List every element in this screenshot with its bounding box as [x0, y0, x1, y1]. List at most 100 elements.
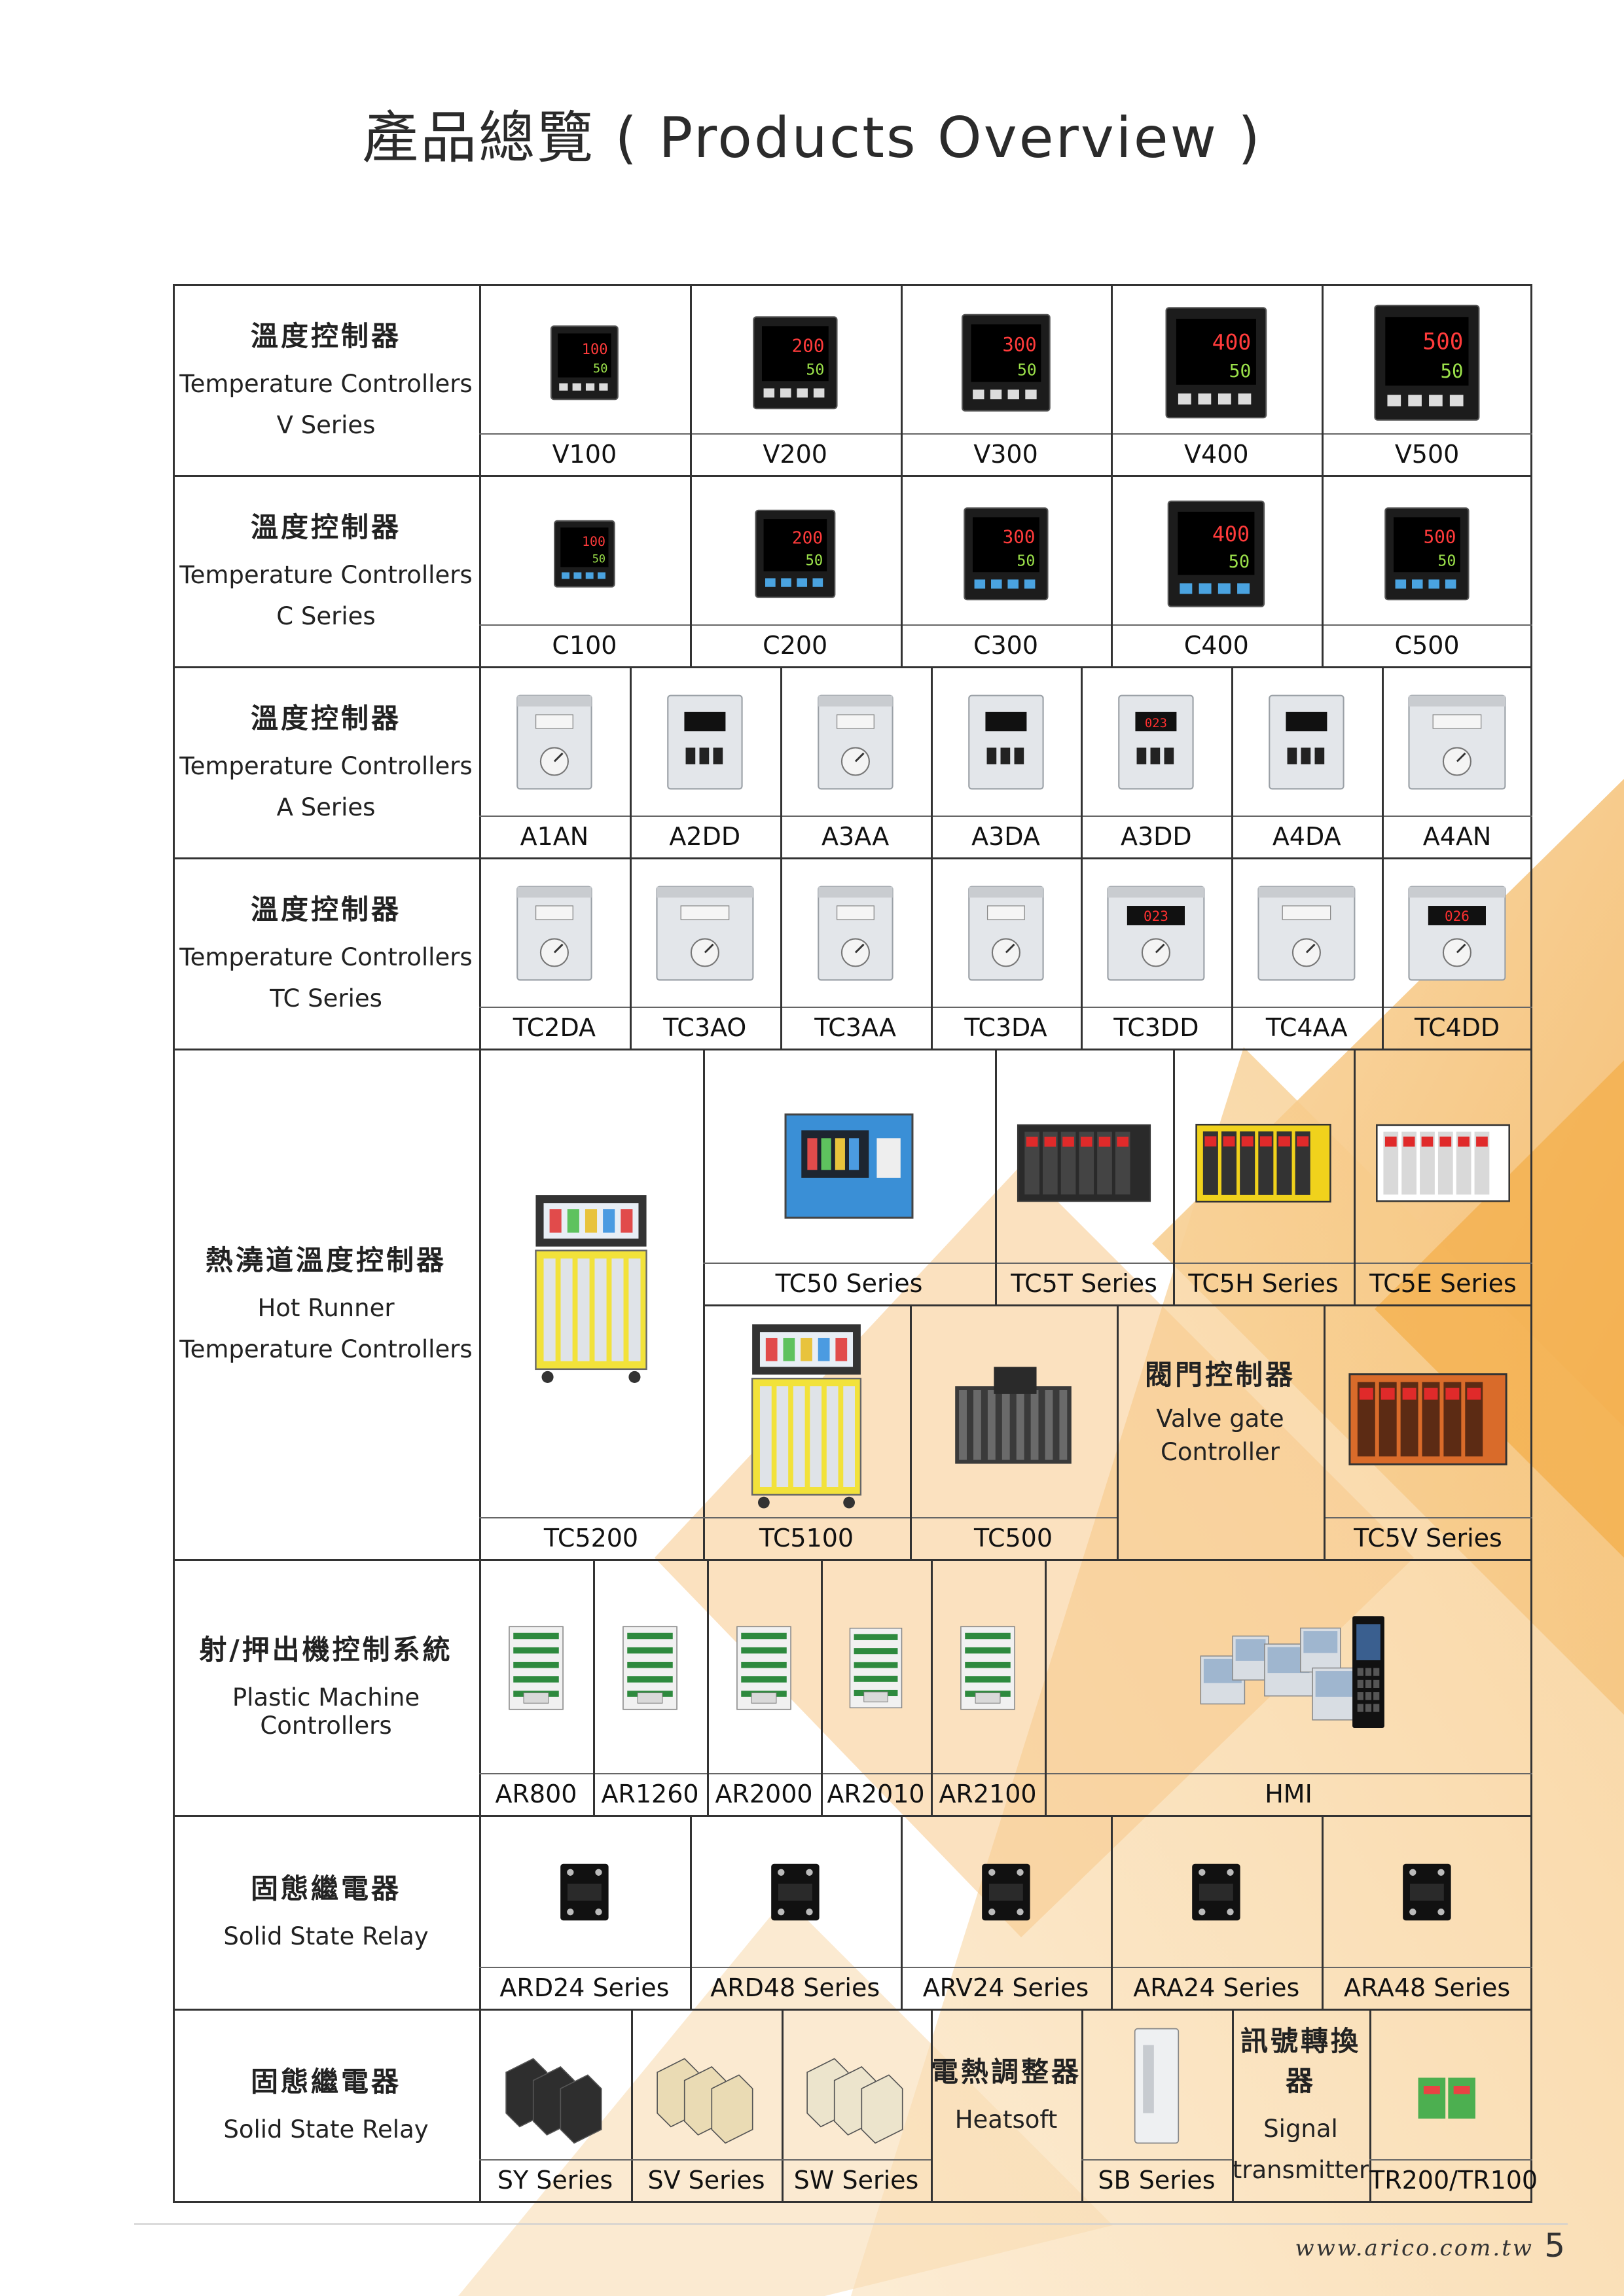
product-image-tc50-series	[784, 1113, 914, 1219]
product-label[interactable]: HMI	[1265, 1780, 1312, 1808]
product-label[interactable]: A3DA	[971, 822, 1040, 851]
row-title-en: Solid State Relay	[223, 1922, 429, 1950]
product-label[interactable]: TC5V Series	[1354, 1524, 1502, 1552]
product-label[interactable]: C100	[552, 631, 617, 660]
product-label[interactable]: ARD48 Series	[710, 1973, 880, 2002]
grid-line	[780, 857, 782, 1049]
grid-line	[821, 1559, 823, 1815]
product-label[interactable]: C500	[1394, 631, 1460, 660]
product-label[interactable]: SY Series	[497, 2166, 613, 2195]
product-label[interactable]: A4AN	[1422, 822, 1492, 851]
grid-line	[900, 1815, 903, 2009]
product-label[interactable]: TC3DD	[1113, 1013, 1199, 1042]
product-label[interactable]: ARV24 Series	[922, 1973, 1089, 2002]
grid-line	[1081, 666, 1083, 857]
product-label[interactable]: V300	[973, 440, 1038, 469]
product-image-tc2da	[516, 886, 592, 981]
product-label[interactable]: TC3AO	[663, 1013, 747, 1042]
product-label[interactable]: SB Series	[1098, 2166, 1216, 2195]
product-label[interactable]: TR200/TR100	[1369, 2166, 1538, 2195]
svg-text:50: 50	[592, 552, 605, 565]
product-label[interactable]: AR2100	[939, 1780, 1037, 1808]
product-label[interactable]: TC2DA	[513, 1013, 596, 1042]
product-label[interactable]: AR1260	[601, 1780, 699, 1808]
svg-text:400: 400	[1212, 523, 1250, 547]
product-image-tc5t-series	[1017, 1124, 1151, 1202]
grid-line	[780, 666, 782, 857]
product-label[interactable]: TC5200	[543, 1524, 639, 1552]
product-image-ar2010	[849, 1627, 903, 1709]
product-label[interactable]: TC5100	[759, 1524, 854, 1552]
product-label[interactable]: TC5E Series	[1369, 1269, 1517, 1298]
product-image-tc500	[955, 1367, 1072, 1464]
grid-line	[1081, 857, 1083, 1049]
product-label[interactable]: TC500	[973, 1524, 1053, 1552]
grid-line	[689, 1815, 692, 2009]
product-label[interactable]: SV Series	[647, 2166, 765, 2195]
svg-text:100: 100	[582, 534, 605, 549]
product-label[interactable]: TC3DA	[964, 1013, 1047, 1042]
product-label[interactable]: V200	[763, 440, 827, 469]
heatsoft-title-en: Heatsoft	[954, 2106, 1058, 2134]
grid-line	[173, 857, 1532, 859]
svg-text:50: 50	[593, 362, 607, 376]
grid-line	[931, 2009, 933, 2201]
product-label[interactable]: TC5H Series	[1188, 1269, 1339, 1298]
product-label[interactable]: A1AN	[520, 822, 589, 851]
product-image-ar1260	[623, 1626, 677, 1710]
svg-text:50: 50	[1438, 552, 1456, 569]
grid-line	[479, 1773, 1532, 1774]
row-title-en: Temperature Controllers	[179, 560, 473, 589]
product-label[interactable]: C400	[1183, 631, 1249, 660]
product-label[interactable]: TC3AA	[814, 1013, 896, 1042]
page-title: 產品總覽 ( Products Overview )	[362, 105, 1262, 171]
product-image-tc5200	[535, 1195, 647, 1383]
product-label[interactable]: AR800	[495, 1780, 577, 1808]
product-label[interactable]: SW Series	[793, 2166, 919, 2195]
product-label[interactable]: C200	[763, 631, 828, 660]
grid-line	[703, 1049, 705, 1559]
svg-text:026: 026	[1445, 908, 1470, 924]
product-label[interactable]: TC50 Series	[775, 1269, 923, 1298]
product-label[interactable]: ARA48 Series	[1344, 1973, 1511, 2002]
product-label[interactable]: A3AA	[821, 822, 890, 851]
product-label[interactable]: TC4AA	[1265, 1013, 1348, 1042]
product-label[interactable]: ARA24 Series	[1133, 1973, 1300, 2002]
svg-text:50: 50	[805, 552, 823, 569]
product-label[interactable]: V500	[1394, 440, 1460, 469]
grid-line	[782, 2159, 931, 2161]
product-label[interactable]: ARD24 Series	[499, 1973, 670, 2002]
grid-line	[1231, 857, 1234, 1049]
grid-line	[593, 1559, 595, 1815]
footer-url[interactable]: www.arico.com.tw	[1295, 2235, 1534, 2261]
product-label[interactable]: TC4DD	[1414, 1013, 1500, 1042]
product-image-tc5v-series	[1348, 1373, 1507, 1465]
product-label[interactable]: AR2000	[715, 1780, 813, 1808]
grid-line	[173, 2009, 1532, 2011]
product-label[interactable]: C300	[973, 631, 1039, 660]
product-label[interactable]: A3DD	[1120, 822, 1192, 851]
product-image-tc3aa	[817, 886, 893, 981]
row-title-zh: 溫度控制器	[250, 319, 401, 352]
grid-line	[1369, 2159, 1532, 2161]
grid-line	[930, 666, 933, 857]
product-label[interactable]: A4DA	[1272, 822, 1341, 851]
svg-text:200: 200	[791, 335, 824, 356]
svg-text:400: 400	[1212, 329, 1252, 355]
product-label[interactable]: V400	[1184, 440, 1249, 469]
row-title-en: Hot Runner	[257, 1293, 395, 1322]
grid-line	[1081, 2009, 1083, 2201]
grid-line	[479, 816, 1532, 817]
product-label[interactable]: A2DD	[669, 822, 741, 851]
product-label[interactable]: AR2010	[827, 1780, 925, 1808]
page-number: 5	[1544, 2227, 1565, 2265]
product-label[interactable]: V100	[552, 440, 617, 469]
product-label[interactable]: TC5T Series	[1011, 1269, 1157, 1298]
grid-line	[1111, 284, 1113, 475]
